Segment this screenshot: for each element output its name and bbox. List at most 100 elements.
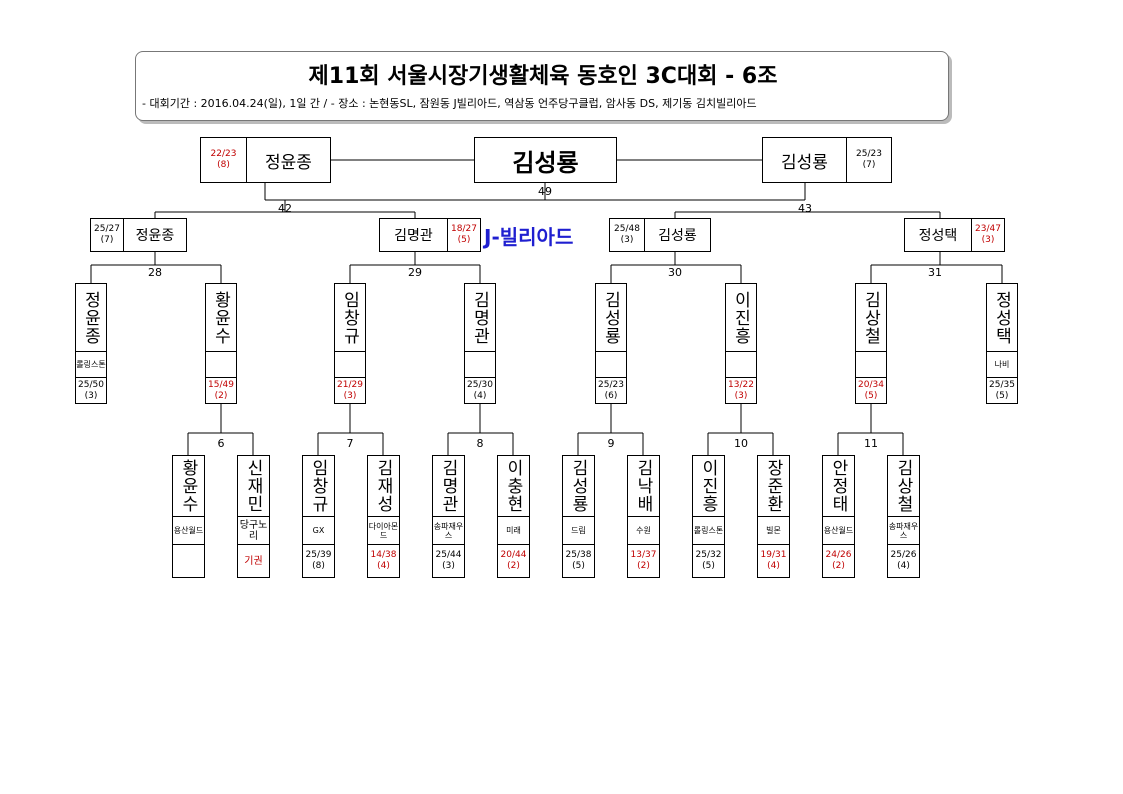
match-number-49: 49 bbox=[538, 185, 552, 198]
player-name: 황윤수 bbox=[173, 456, 204, 517]
player-name: 이진흥 bbox=[726, 284, 756, 352]
score-cell: 14/38 (4) bbox=[370, 550, 397, 571]
club-cell: 다이아몬드 bbox=[368, 517, 399, 545]
match-number-10: 10 bbox=[734, 437, 748, 450]
score-cell: 13/22 (3) bbox=[728, 379, 754, 401]
club-cell bbox=[206, 352, 236, 378]
r1-player-card: 김상철 송파재우스 25/26 (4) bbox=[887, 455, 920, 578]
score-cell: 19/31 (4) bbox=[760, 550, 787, 571]
player-name: 신재민 bbox=[238, 456, 269, 517]
semi-player-kim-myeonggwan: 김명관 18/27 (5) bbox=[379, 218, 481, 252]
match-number-29: 29 bbox=[408, 266, 422, 279]
match-number-11: 11 bbox=[864, 437, 878, 450]
club-cell bbox=[856, 352, 886, 378]
player-name: 김명관 bbox=[433, 456, 464, 517]
club-cell bbox=[335, 352, 365, 378]
player-name: 정성택 bbox=[905, 219, 972, 251]
club-cell bbox=[465, 352, 495, 378]
score-cell: 20/34 (5) bbox=[858, 379, 884, 401]
match-number-28: 28 bbox=[148, 266, 162, 279]
r1-player-card: 장준환 빌몬 19/31 (4) bbox=[757, 455, 790, 578]
player-name: 김성룡 bbox=[596, 284, 626, 352]
club-cell: 빌몬 bbox=[758, 517, 789, 545]
r2-player-card: 황윤수 15/49 (2) bbox=[205, 283, 237, 404]
r2-player-card: 김명관 25/30 (4) bbox=[464, 283, 496, 404]
player-name: 정성택 bbox=[987, 284, 1017, 352]
title-box: 제11회 서울시장기생활체육 동호인 3C대회 - 6조 - 대회기간 : 20… bbox=[135, 51, 949, 121]
r1-player-card: 신재민 당구노리 기권 bbox=[237, 455, 270, 578]
player-name: 정윤종 bbox=[135, 228, 175, 244]
score-cell bbox=[173, 545, 204, 577]
venue-label: J-빌리아드 bbox=[484, 225, 574, 249]
score-cell: 24/26 (2) bbox=[825, 550, 852, 571]
score-cell: 22/23 (8) bbox=[201, 138, 247, 182]
player-name: 김명관 bbox=[465, 284, 495, 352]
player-name: 김상철 bbox=[856, 284, 886, 352]
semi-player-jeong-yunjong: 25/27 (7) 정윤종 bbox=[90, 218, 187, 252]
score-cell: 25/30 (4) bbox=[467, 379, 493, 401]
score-cell: 18/27 (5) bbox=[451, 224, 477, 245]
player-name: 김상철 bbox=[888, 456, 919, 517]
club-cell: 송파재우스 bbox=[433, 517, 464, 545]
r2-player-card: 정윤종 롤링스톤 25/50 (3) bbox=[75, 283, 107, 404]
match-number-42: 42 bbox=[278, 202, 292, 215]
final-left-player: 22/23 (8) 정윤종 bbox=[200, 137, 331, 183]
score-cell: 15/49 (2) bbox=[208, 379, 234, 401]
r2-player-card: 김성룡 25/23 (6) bbox=[595, 283, 627, 404]
r1-player-card: 김재성 다이아몬드 14/38 (4) bbox=[367, 455, 400, 578]
r2-player-card: 임창규 21/29 (3) bbox=[334, 283, 366, 404]
match-number-43: 43 bbox=[798, 202, 812, 215]
match-number-30: 30 bbox=[668, 266, 682, 279]
player-name: 김재성 bbox=[368, 456, 399, 517]
match-number-9: 9 bbox=[607, 437, 615, 450]
r2-player-card: 김상철 20/34 (5) bbox=[855, 283, 887, 404]
club-cell: 미래 bbox=[498, 517, 529, 545]
score-cell: 21/29 (3) bbox=[337, 379, 363, 401]
player-name: 김성룡 bbox=[763, 138, 847, 182]
r1-player-card: 이진흥 롤링스톤 25/32 (5) bbox=[692, 455, 725, 578]
r1-player-card: 황윤수 용산월드 bbox=[172, 455, 205, 578]
club-cell: 롤링스톤 bbox=[76, 352, 106, 378]
club-cell: 나비 bbox=[987, 352, 1017, 378]
score-cell: 25/48 (3) bbox=[610, 219, 645, 251]
score-cell: 25/44 (3) bbox=[435, 550, 462, 571]
player-name: 김성룡 bbox=[658, 228, 697, 244]
player-name: 황윤수 bbox=[206, 284, 236, 352]
final-right-player: 김성룡 25/23 (7) bbox=[762, 137, 892, 183]
score-cell: 20/44 (2) bbox=[500, 550, 527, 571]
player-name: 안정태 bbox=[823, 456, 854, 517]
r1-player-card: 김성룡 드림 25/38 (5) bbox=[562, 455, 595, 578]
score-cell: 25/35 (5) bbox=[989, 379, 1015, 401]
club-cell: 당구노리 bbox=[238, 517, 269, 545]
club-cell: 송파재우스 bbox=[888, 517, 919, 545]
player-name: 김낙배 bbox=[628, 456, 659, 517]
club-cell: 롤링스톤 bbox=[693, 517, 724, 545]
match-number-31: 31 bbox=[928, 266, 942, 279]
score-cell: 25/23 (7) bbox=[856, 149, 882, 170]
player-name: 이충현 bbox=[498, 456, 529, 517]
player-name: 정윤종 bbox=[76, 284, 106, 352]
match-number-8: 8 bbox=[476, 437, 484, 450]
club-cell: 용산월드 bbox=[823, 517, 854, 545]
r1-player-card: 이충현 미래 20/44 (2) bbox=[497, 455, 530, 578]
r1-player-card: 안정태 용산월드 24/26 (2) bbox=[822, 455, 855, 578]
match-number-7: 7 bbox=[346, 437, 354, 450]
score-cell: 25/26 (4) bbox=[890, 550, 917, 571]
page-title: 제11회 서울시장기생활체육 동호인 3C대회 - 6조 bbox=[308, 64, 778, 89]
player-name: 임창규 bbox=[335, 284, 365, 352]
score-cell: 기권 bbox=[244, 555, 263, 567]
score-cell: 25/32 (5) bbox=[695, 550, 722, 571]
score-cell: 23/47 (3) bbox=[975, 224, 1001, 245]
r2-player-card: 이진흥 13/22 (3) bbox=[725, 283, 757, 404]
player-name: 정윤종 bbox=[265, 152, 312, 173]
club-cell: 용산월드 bbox=[173, 517, 204, 545]
score-cell: 25/50 (3) bbox=[78, 379, 104, 401]
club-cell bbox=[596, 352, 626, 378]
club-cell: 수원 bbox=[628, 517, 659, 545]
player-name: 김성룡 bbox=[563, 456, 594, 517]
r1-player-card: 임창규 GX 25/39 (8) bbox=[302, 455, 335, 578]
r1-player-card: 김명관 송파재우스 25/44 (3) bbox=[432, 455, 465, 578]
player-name: 이진흥 bbox=[693, 456, 724, 517]
score-cell: 25/39 (8) bbox=[305, 550, 332, 571]
